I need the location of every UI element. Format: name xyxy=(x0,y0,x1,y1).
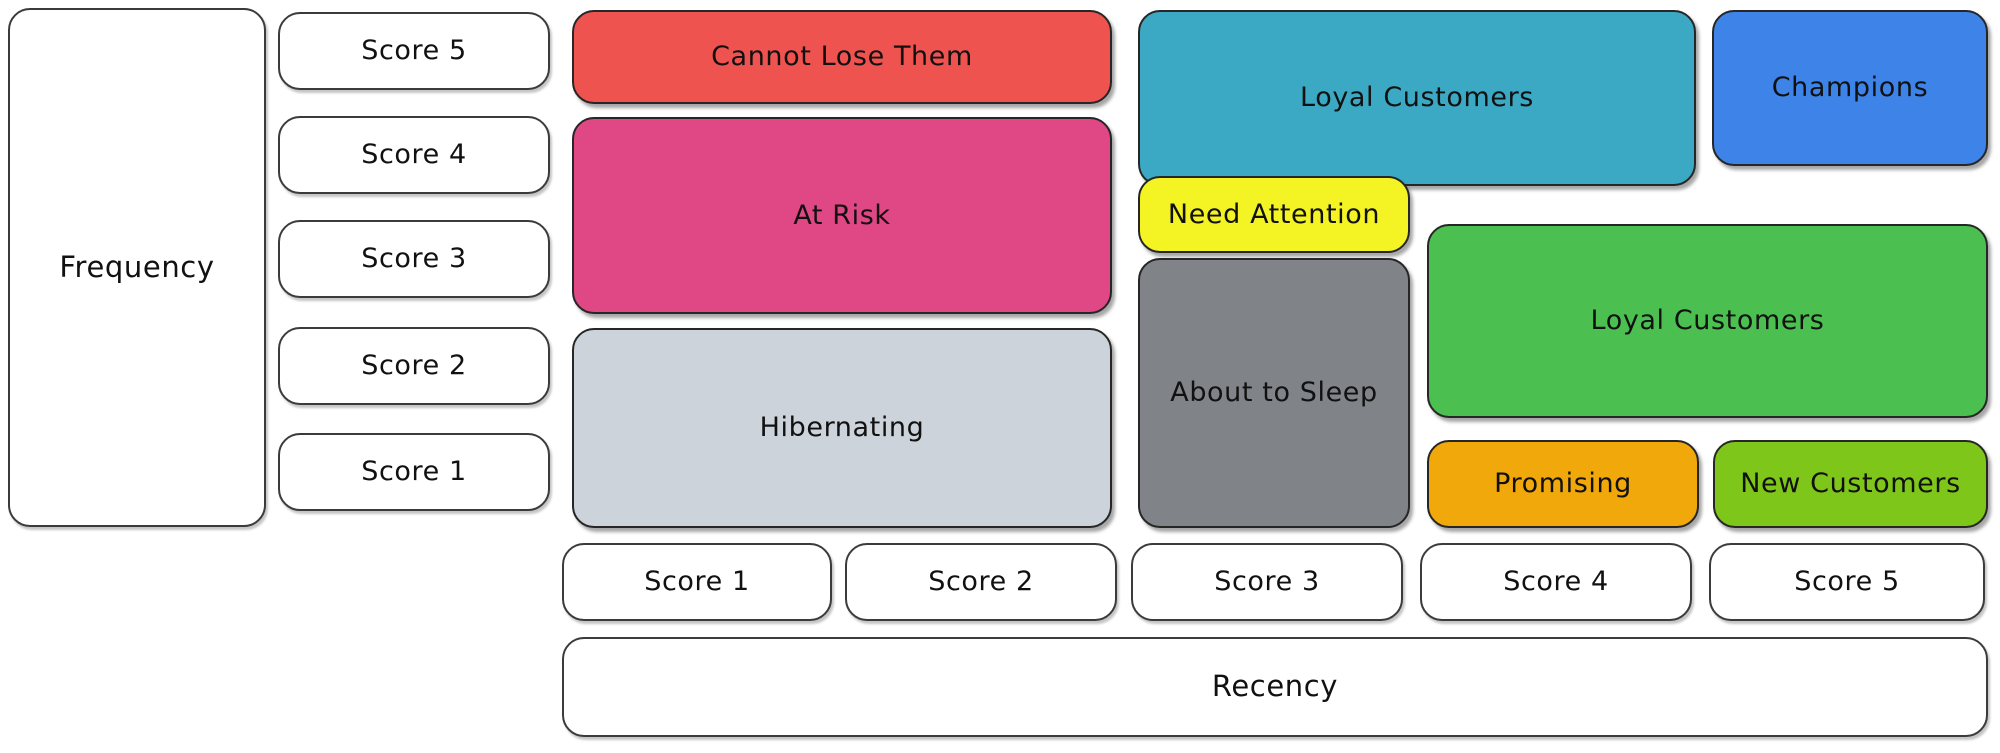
segment-loyal-customers-teal[interactable]: Loyal Customers xyxy=(1138,10,1696,186)
segment-promising-label: Promising xyxy=(1494,468,1632,500)
recency-score-4-label: Score 4 xyxy=(1420,543,1692,621)
frequency-score-1-label: Score 1 xyxy=(278,433,550,511)
segment-at-risk[interactable]: At Risk xyxy=(572,117,1112,314)
recency-score-2-label: Score 2 xyxy=(845,543,1117,621)
segment-loyal-customers-green[interactable]: Loyal Customers xyxy=(1427,224,1988,418)
segment-at-risk-label: At Risk xyxy=(793,199,891,231)
segment-hibernating-label: Hibernating xyxy=(759,412,925,444)
segment-loyal-customers-teal-label: Loyal Customers xyxy=(1300,82,1534,114)
segment-need-attention[interactable]: Need Attention xyxy=(1138,176,1410,253)
frequency-score-2-label: Score 2 xyxy=(278,327,550,405)
frequency-score-3-label: Score 3 xyxy=(278,220,550,298)
frequency-axis-label: Frequency xyxy=(8,8,266,527)
segment-hibernating[interactable]: Hibernating xyxy=(572,328,1112,528)
segment-champions-label: Champions xyxy=(1771,72,1929,104)
segment-cannot-lose-them[interactable]: Cannot Lose Them xyxy=(572,10,1112,104)
segment-new-customers-label: New Customers xyxy=(1740,468,1961,500)
segment-new-customers[interactable]: New Customers xyxy=(1713,440,1988,528)
segment-need-attention-label: Need Attention xyxy=(1167,198,1381,230)
frequency-score-4-label: Score 4 xyxy=(278,116,550,194)
segment-about-to-sleep[interactable]: About to Sleep xyxy=(1138,258,1410,528)
recency-score-1-label: Score 1 xyxy=(562,543,832,621)
segment-about-to-sleep-label: About to Sleep xyxy=(1170,377,1378,409)
recency-score-3-label: Score 3 xyxy=(1131,543,1403,621)
segment-cannot-lose-them-label: Cannot Lose Them xyxy=(711,41,973,73)
frequency-score-5-label: Score 5 xyxy=(278,12,550,90)
segment-loyal-customers-green-label: Loyal Customers xyxy=(1590,305,1825,337)
recency-axis-label: Recency xyxy=(562,637,1988,737)
segment-champions[interactable]: Champions xyxy=(1712,10,1988,166)
segment-promising[interactable]: Promising xyxy=(1427,440,1699,528)
recency-score-5-label: Score 5 xyxy=(1709,543,1985,621)
